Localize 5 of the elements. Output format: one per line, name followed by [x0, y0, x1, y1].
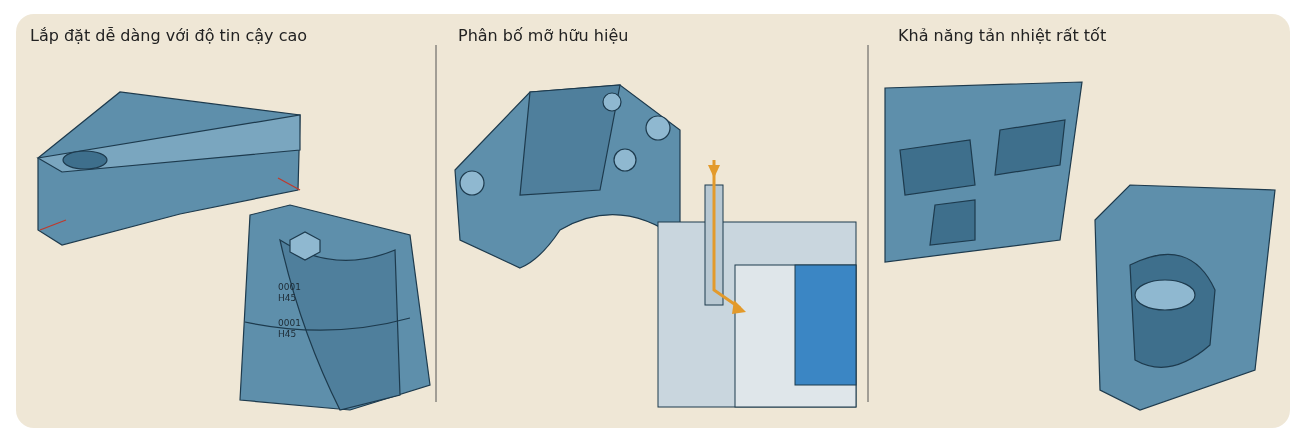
- part-marking: 0001 H45: [278, 318, 302, 340]
- panel-heading: Khả năng tản nhiệt rất tốt: [898, 26, 1107, 45]
- panel-heading: Phân bố mỡ hữu hiệu: [458, 26, 629, 45]
- panel-heading: Lắp đặt dễ dàng với độ tin cậy cao: [30, 26, 308, 45]
- part-marking: 0001 H45: [278, 282, 302, 304]
